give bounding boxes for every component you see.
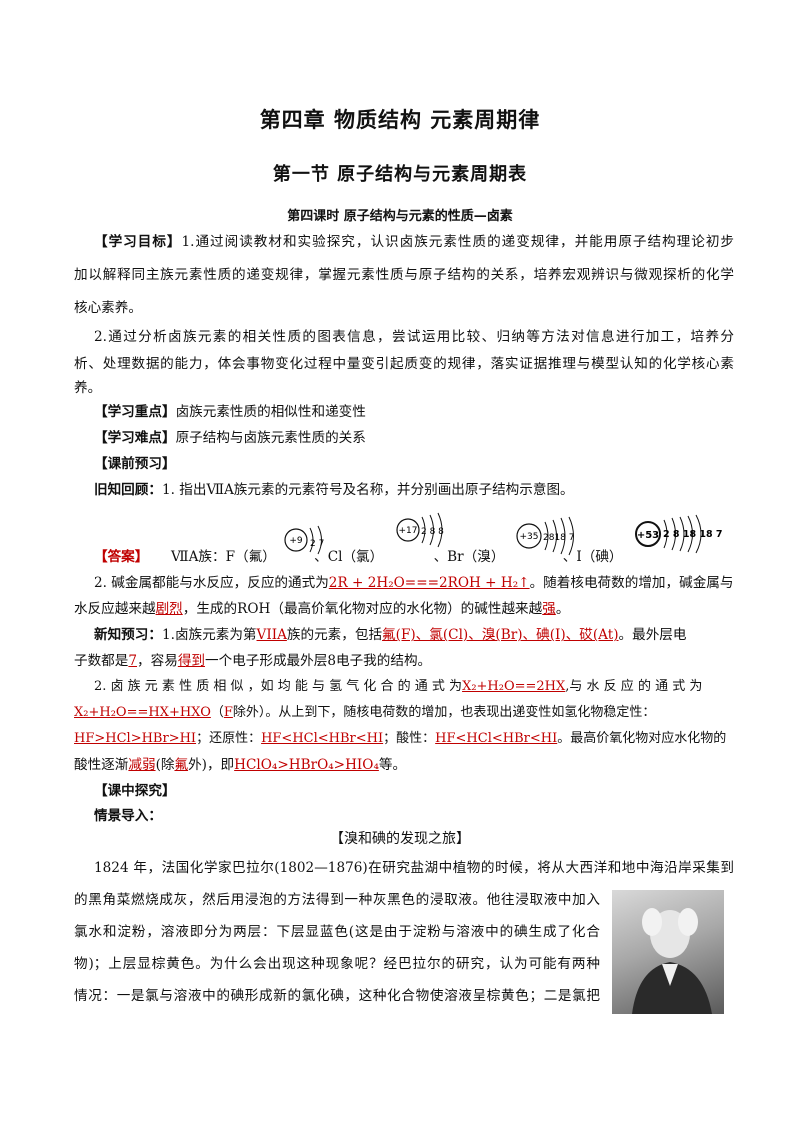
section-title: 第一节 原子结构与元素周期表: [272, 164, 528, 185]
objectives-line-4: 2.通过分析卤族元素的相关性质的图表信息，尝试运用比较、归纳等方法对信息进行加工…: [94, 329, 734, 345]
new-preview-line-2: 子数都是7，容易得到一个电子形成最外层8电子我的结构。: [74, 653, 432, 669]
alkali-question-line-2: 水反应越来越剧烈，生成的ROH（最高价氧化物对应的水化物）的碱性越来越强。: [74, 601, 570, 617]
story-line-3: 氯水和淀粉，溶液即分为两层：下层显蓝色(这是由于淀粉与溶液中的碘生成了化合: [74, 924, 600, 940]
in-class-label: 【课中探究】: [94, 783, 176, 799]
answer-i: 、I（碘）: [562, 549, 623, 565]
atom-cl-shells: 2 8 8: [421, 527, 444, 537]
balard-portrait-image: [612, 890, 724, 1014]
difficulty: 【学习难点】原子结构与卤族元素性质的关系: [94, 430, 366, 446]
objectives-line-3: 核心素养。: [74, 300, 142, 316]
atom-br-nucleus: +35: [520, 532, 539, 542]
objectives-line-5: 析、处理数据的能力，体会事物变化过程中量变引起质变的规律，落实证据推理与模型认知…: [74, 356, 734, 372]
atom-br-shells: 2818 7: [543, 533, 575, 543]
halogen-question-line-4: 酸性逐渐减弱(除氟外)，即HClO₄>HBrO₄>HIO₄等。: [74, 757, 407, 773]
story-line-2: 的黑角菜燃烧成灰，然后用浸泡的方法得到一种灰黑色的浸取液。他往浸取液中加入: [74, 892, 600, 908]
answer-br: 、Br（溴）: [433, 549, 505, 565]
atom-f-shells: 2 7: [310, 539, 324, 549]
objectives-line-2: 加以解释同主族元素性质的递变规律，掌握元素性质与原子结构的关系，培养宏观辨识与微…: [74, 267, 734, 283]
atom-cl-nucleus: +17: [399, 526, 418, 536]
atom-i-nucleus: +53: [637, 530, 659, 541]
story-title: 【溴和碘的发现之旅】: [330, 831, 470, 847]
atom-i-shells: 2 8 18 18 7: [663, 529, 722, 540]
story-line-4: 物)；上层显棕黄色。为什么会出现这种现象呢？经巴拉尔的研究，认为可能有两种: [74, 956, 600, 972]
halogen-question-line-1: 2. 卤 族 元 素 性 质 相 似 ，如 均 能 与 氢 气 化 合 的 通 …: [94, 679, 703, 694]
alkali-answer-formula: 2R + 2H₂O===2ROH + H₂↑: [328, 575, 530, 591]
preview-label: 【课前预习】: [94, 456, 176, 472]
atom-diagram-br: +35 2818 7: [514, 516, 594, 556]
atom-diagram-i: +53 2 8 18 18 7: [632, 514, 722, 554]
halogen-question-line-2: X₂+H₂O==HX+HXO（F除外）。从上到下，随核电荷数的增加，也表现出递变…: [74, 705, 656, 720]
review-question-1: 旧知回顾：1. 指出ⅦA族元素的元素符号及名称，并分别画出原子结构示意图。: [94, 482, 574, 498]
alkali-question-line-1: 2. 碱金属都能与水反应，反应的通式为2R + 2H₂O===2ROH + H₂…: [94, 575, 734, 591]
chapter-title: 第四章 物质结构 元素周期律: [259, 108, 541, 132]
key-point: 【学习重点】卤族元素性质的相似性和递变性: [94, 404, 366, 420]
lesson-title: 第四课时 原子结构与元素的性质—卤素: [287, 209, 513, 224]
story-line-1: 1824 年，法国化学家巴拉尔(1802—1876)在研究盐湖中植物的时候，将从…: [94, 860, 734, 876]
atom-diagram-f: +9 2 7: [282, 524, 342, 556]
new-preview-line-1: 新知预习：1.卤族元素为第VIIA族的元素，包括氟(F)、氯(Cl)、溴(Br)…: [94, 627, 687, 643]
objectives-line-6: 养。: [74, 380, 102, 396]
answer-row: 【答案】 ⅦA族：F（氟） 、Cl（氯） 、Br（溴） 、I（碘）: [94, 547, 734, 567]
atom-diagram-cl: +17 2 8 8: [394, 512, 464, 548]
answer-f: ⅦA族：F（氟）: [171, 549, 276, 565]
answer-cl: 、Cl（氯）: [314, 549, 384, 565]
story-line-5: 情况：一是氯与溶液中的碘形成新的氯化碘，这种化合物使溶液呈棕黄色；二是氯把: [74, 988, 600, 1004]
intro-label: 情景导入：: [94, 808, 162, 824]
halogen-question-line-3: HF>HCl>HBr>HI；还原性：HF<HCl<HBr<HI；酸性：HF<HC…: [74, 731, 727, 746]
objectives-line-1: 【学习目标】1.通过阅读教材和实验探究，认识卤族元素性质的递变规律，并能用原子结…: [94, 234, 735, 250]
answer-label: 【答案】: [94, 549, 149, 565]
atom-f-nucleus: +9: [289, 536, 303, 546]
objectives-label: 【学习目标】: [94, 234, 182, 250]
